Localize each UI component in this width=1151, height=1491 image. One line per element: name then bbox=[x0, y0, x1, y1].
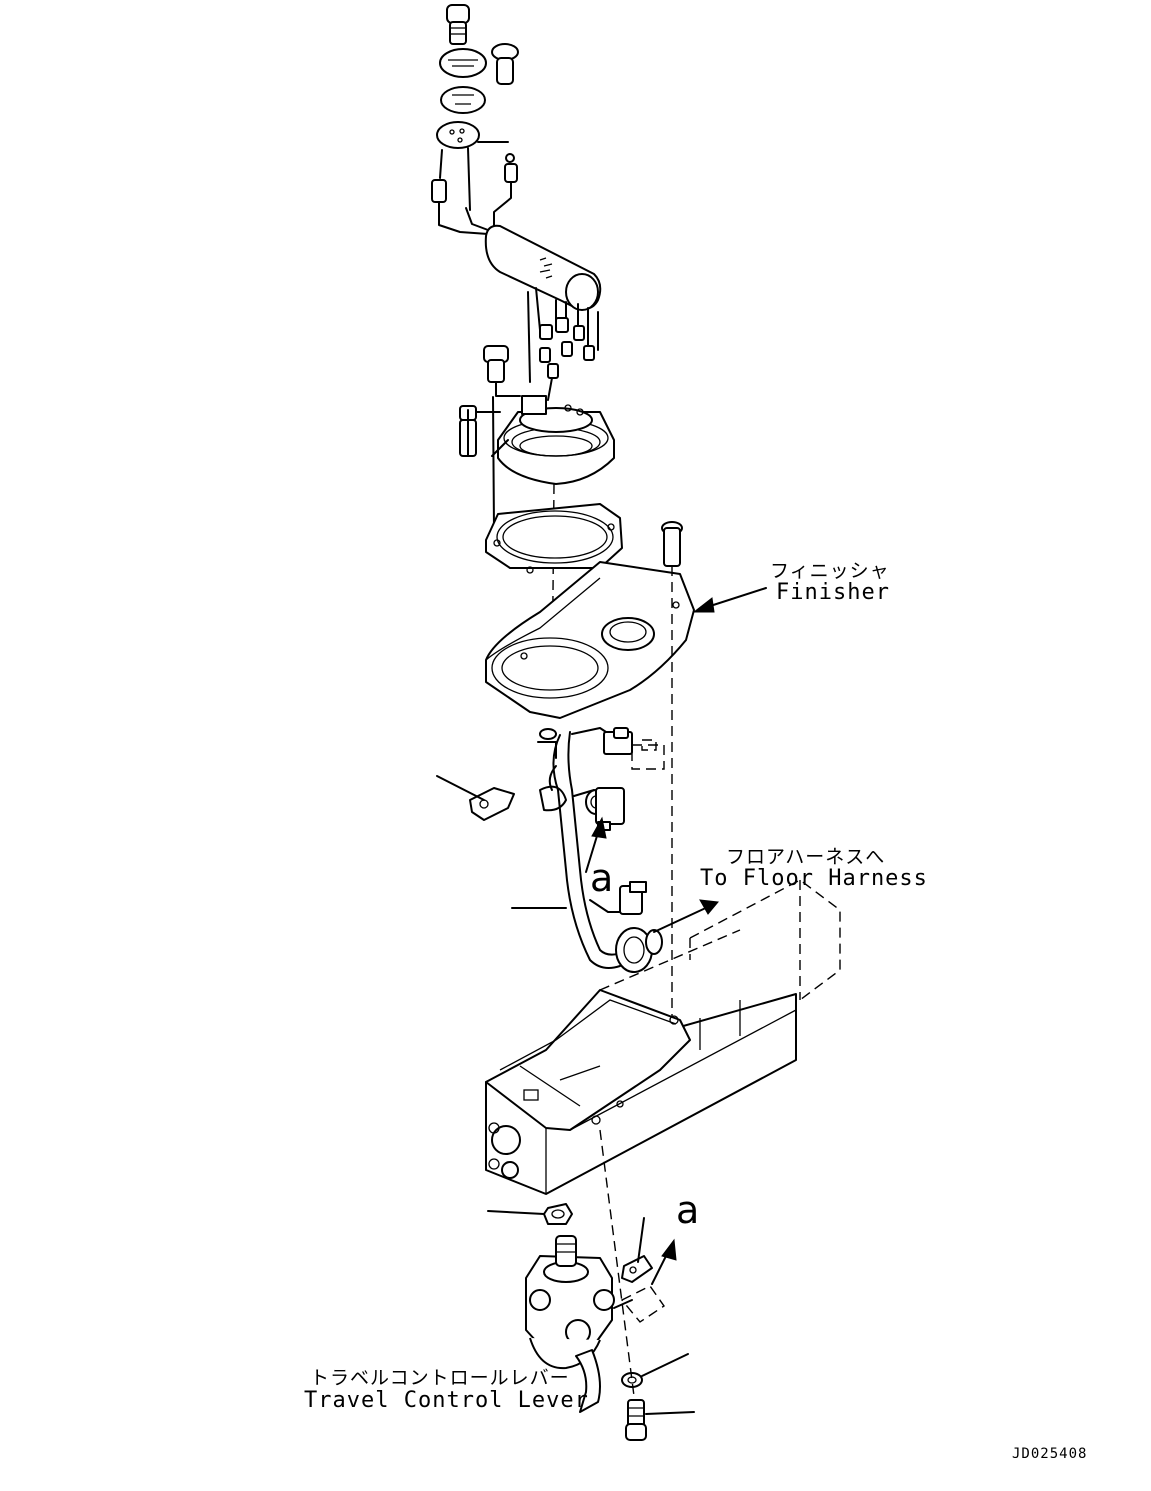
finisher-bolt bbox=[661, 521, 683, 567]
nut-part bbox=[543, 1203, 573, 1225]
ref-a-lower: a bbox=[676, 1188, 701, 1232]
travel-lever-label-ja: トラベルコントロールレバー bbox=[310, 1367, 570, 1389]
top-bolt-part bbox=[446, 4, 470, 45]
switch-plate-part bbox=[436, 121, 480, 149]
harness-connector-dashed bbox=[631, 739, 665, 770]
ref-a-upper: a bbox=[590, 856, 615, 900]
clamp-part bbox=[469, 785, 567, 821]
finisher-label-ja: フィニッシャ bbox=[770, 560, 890, 582]
floor-harness-label-ja: フロアハーネスへ bbox=[726, 846, 886, 868]
floor-harness-label-en: To Floor Harness bbox=[700, 866, 928, 891]
wire-terminal-left bbox=[431, 179, 489, 235]
lower-clamp-part bbox=[621, 1255, 653, 1283]
harness-clip-top bbox=[537, 728, 557, 791]
screw-part bbox=[491, 43, 519, 85]
bolt-upper bbox=[483, 345, 521, 397]
gasket-ring bbox=[485, 503, 623, 574]
bolt-lower bbox=[459, 405, 501, 457]
arrow-a-upper bbox=[585, 816, 607, 873]
lower-connector bbox=[613, 1285, 665, 1323]
floor-duct bbox=[599, 879, 841, 1001]
harness-connector-low bbox=[619, 881, 647, 915]
lever-grip bbox=[484, 224, 602, 311]
connector-pins bbox=[539, 299, 599, 379]
travel-lever-label-en: Travel Control Lever bbox=[304, 1388, 589, 1413]
wire-harness bbox=[552, 727, 631, 969]
arrow-a-lower bbox=[651, 1238, 677, 1285]
finisher-leader bbox=[692, 587, 767, 613]
drawing-code: JD025408 bbox=[1012, 1446, 1088, 1462]
finisher-label-en: Finisher bbox=[776, 580, 890, 605]
harness-connector-top bbox=[603, 727, 633, 755]
floor-harness-arrow bbox=[653, 899, 719, 933]
travel-control-valve bbox=[525, 1235, 615, 1413]
lever-boot bbox=[497, 395, 615, 485]
washer-part bbox=[621, 1372, 643, 1388]
harness-grommet bbox=[615, 927, 663, 973]
wire-terminal-right bbox=[493, 153, 518, 233]
console-box bbox=[485, 989, 797, 1195]
lower-bolt bbox=[625, 1399, 647, 1441]
switch-cap-part bbox=[439, 48, 487, 114]
finisher-panel bbox=[485, 561, 695, 719]
